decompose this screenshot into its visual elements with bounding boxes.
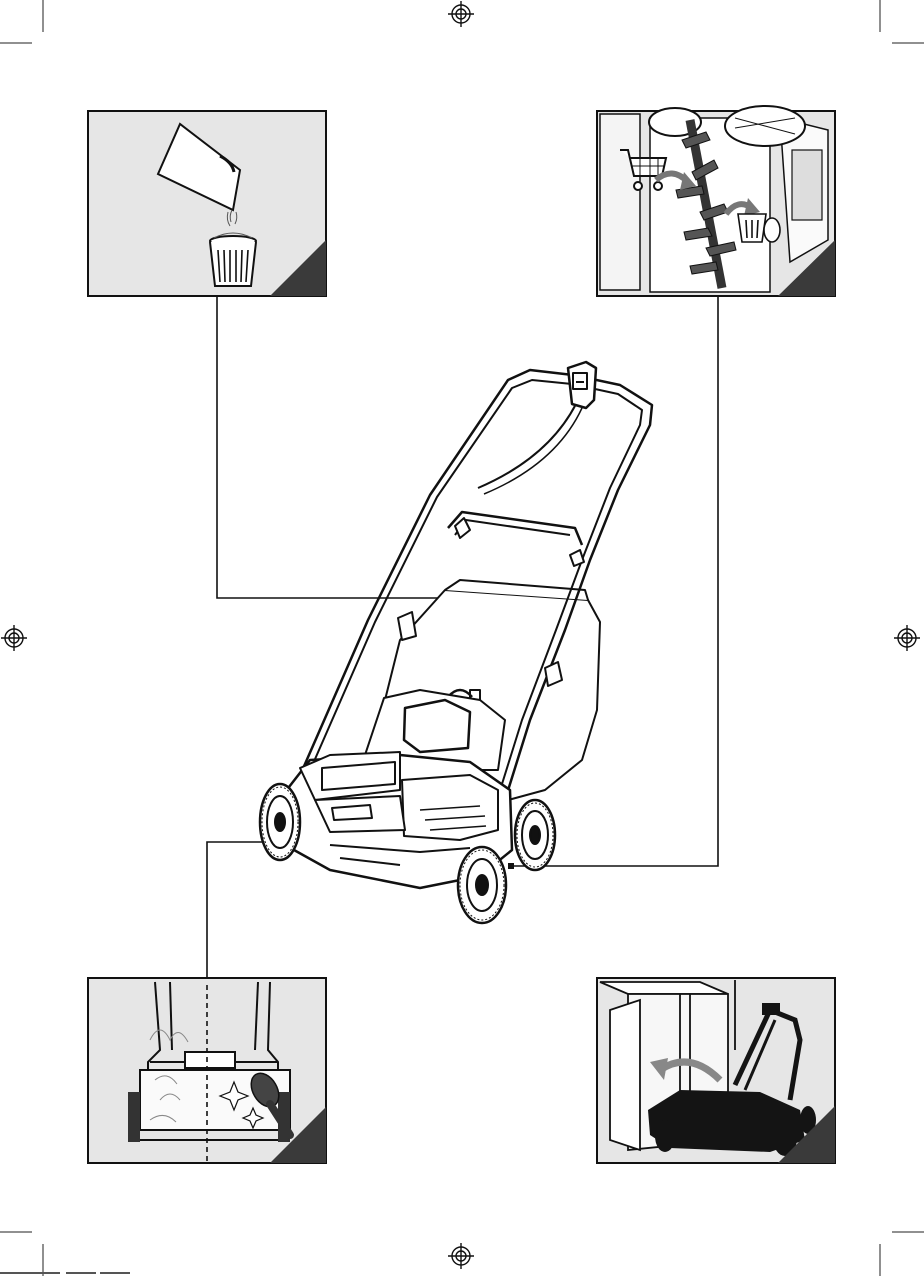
panel-storage (597, 978, 835, 1163)
wheel-rear-left (260, 784, 300, 860)
switch-box (568, 362, 596, 408)
lawn-scarifier (260, 362, 652, 923)
registration-mark-top (448, 1, 474, 27)
panel-empty-bag (88, 111, 326, 296)
registration-mark-left (1, 625, 27, 651)
registration-mark-right (894, 625, 920, 651)
wheel-front-right (458, 847, 506, 923)
panel-blade-roller (597, 106, 835, 296)
trash-can-icon-small (738, 214, 780, 242)
wheel-rear-right (515, 800, 555, 870)
trash-can-icon (210, 233, 256, 286)
registration-mark-bottom (448, 1243, 474, 1269)
leader-dot-blade (508, 863, 514, 869)
footer-marks (0, 1272, 130, 1274)
panel-cleaning (88, 978, 326, 1163)
